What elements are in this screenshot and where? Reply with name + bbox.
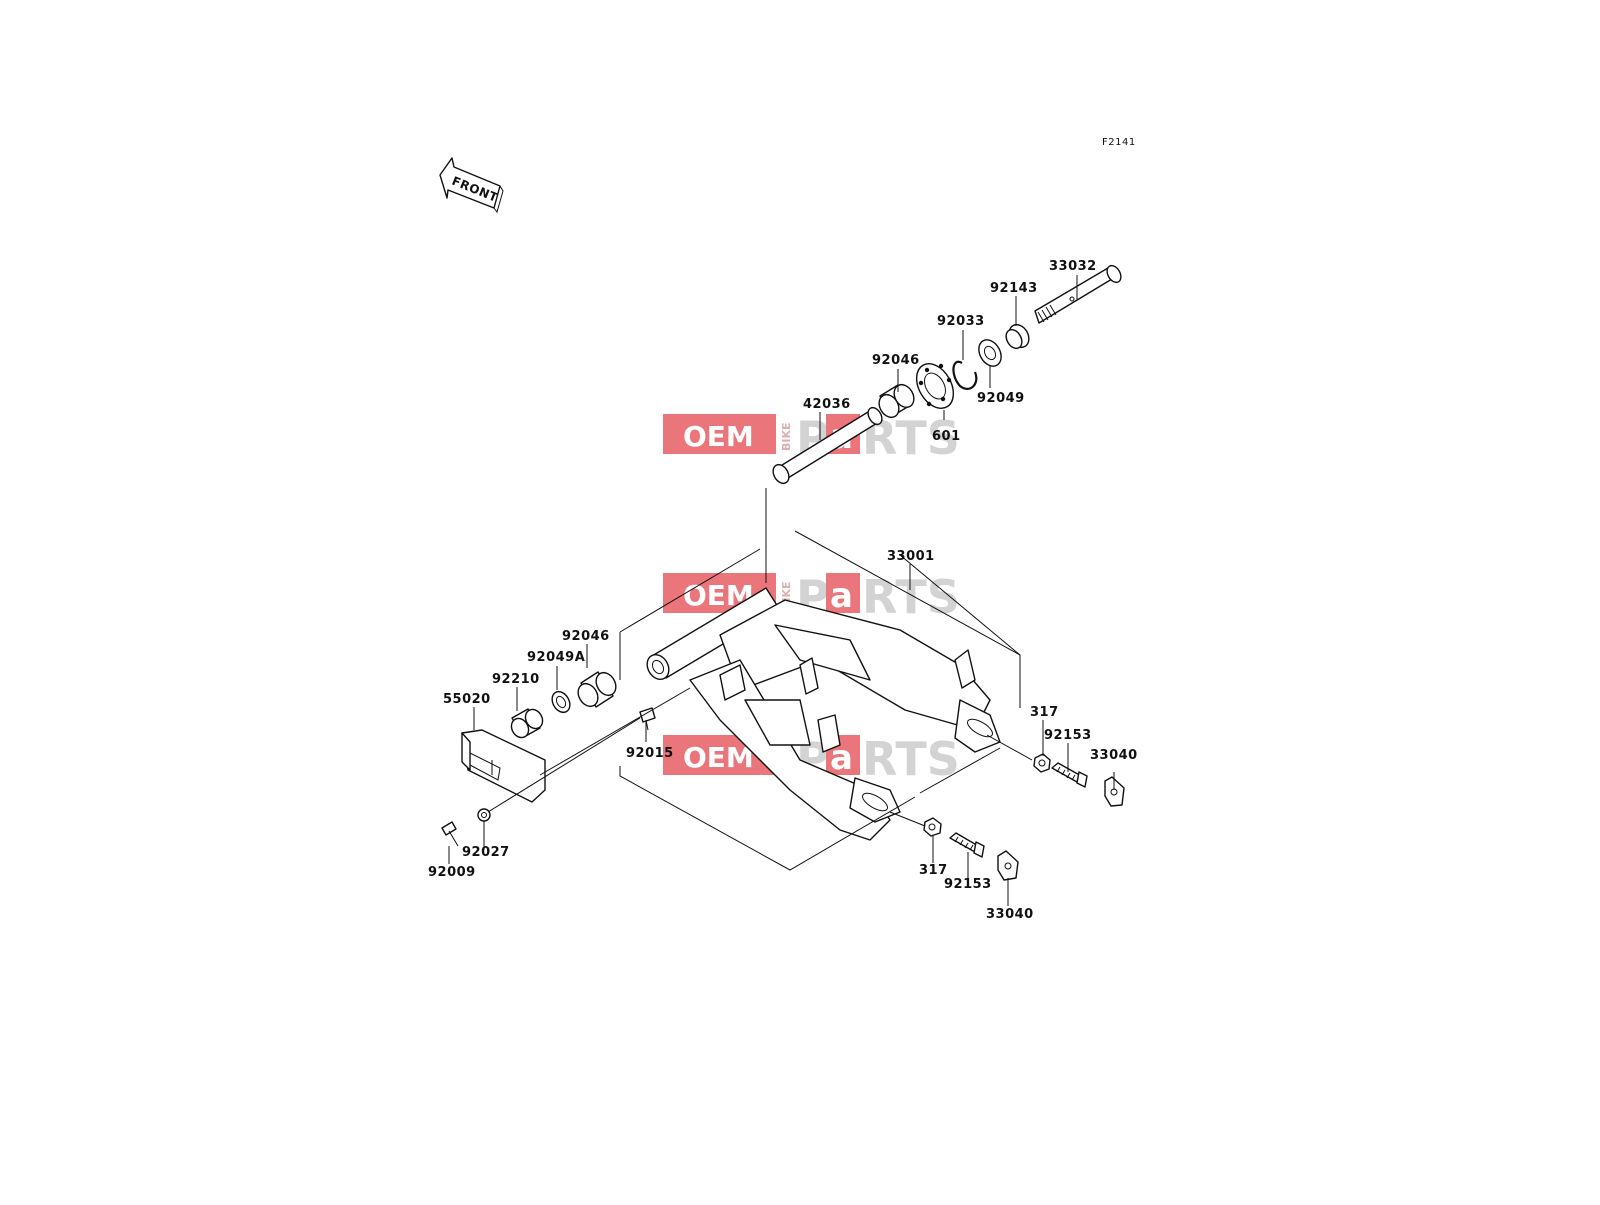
leader-lines: [448, 275, 1115, 906]
svg-text:RTS: RTS: [862, 570, 960, 624]
callout-pivot-shaft: 33032: [1049, 259, 1097, 274]
callout-pivot-sleeve: 42036: [803, 397, 851, 412]
callout-needle-bearing-lower: 92046: [562, 629, 610, 644]
svg-text:RTS: RTS: [862, 732, 960, 786]
swing-arm: [646, 587, 1001, 841]
callout-bolt-upper: 92153: [1044, 728, 1092, 743]
oil-seal-a: [551, 690, 571, 714]
sheet-code: F2141: [1102, 137, 1136, 148]
callout-nut-upper: 317: [1030, 705, 1059, 720]
pivot-shaft: [1034, 264, 1122, 324]
callout-collar-92210: 92210: [492, 672, 540, 687]
callout-needle-bearing-upper: 92046: [872, 353, 920, 368]
watermark-3: OEM BIKE P a RTS: [663, 732, 960, 786]
svg-text:a: a: [830, 738, 853, 778]
callout-circlip: 92033: [937, 314, 985, 329]
callout-collar: 92143: [990, 281, 1038, 296]
needle-bearing-lower: [577, 671, 617, 708]
ball-bearing: [915, 363, 955, 409]
collar: [1005, 323, 1030, 350]
callout-ball-bearing: 601: [932, 429, 961, 444]
front-arrow-icon: FRONT: [439, 157, 504, 214]
svg-text:OEM: OEM: [683, 420, 754, 453]
callout-screw: 92009: [428, 865, 476, 880]
callout-oil-seal: 92049: [977, 391, 1025, 406]
nut-upper: [1033, 753, 1051, 773]
oil-seal: [978, 339, 1002, 367]
circlip: [952, 360, 978, 390]
chain-guide: [461, 729, 546, 803]
callout-swing-arm: 33001: [887, 549, 935, 564]
bolt-lower: [949, 832, 985, 858]
callout-grease-fitting: 92015: [626, 746, 674, 761]
svg-text:BIKE: BIKE: [780, 422, 793, 451]
nut-lower: [923, 817, 942, 837]
callout-bolt-lower: 92153: [944, 877, 992, 892]
washer: [477, 808, 491, 822]
pivot-sleeve: [772, 406, 883, 485]
needle-bearing-upper: [878, 383, 915, 419]
collar-92210: [510, 708, 544, 739]
reference-lines: [487, 488, 1033, 871]
grease-fitting: [639, 707, 656, 731]
callout-adjuster-plate-lower: 33040: [986, 907, 1034, 922]
svg-text:a: a: [830, 576, 853, 616]
screw: [441, 821, 459, 847]
svg-text:OEM: OEM: [683, 741, 754, 774]
adjuster-plate-lower: [997, 850, 1019, 881]
callout-labels: 33032 92143 92033 92046 92049 601 42036 …: [428, 259, 1138, 922]
callout-oil-seal-a: 92049A: [527, 650, 585, 665]
callout-adjuster-plate-upper: 33040: [1090, 748, 1138, 763]
callout-chain-guide: 55020: [443, 692, 491, 707]
callout-nut-lower: 317: [919, 863, 948, 878]
bolt-upper: [1051, 762, 1088, 788]
callout-washer: 92027: [462, 845, 510, 860]
